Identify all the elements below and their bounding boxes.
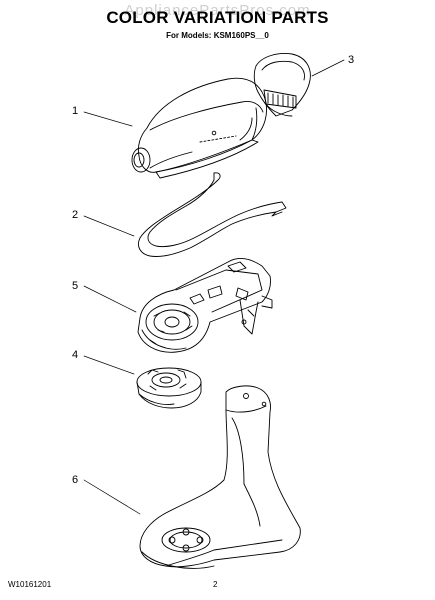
motor-housing-part xyxy=(131,77,267,179)
callout-5: 5 xyxy=(72,280,78,292)
planetary-cover-part xyxy=(136,367,202,409)
gear-case-part xyxy=(137,258,273,353)
trim-band-part xyxy=(138,172,287,257)
page-number: 2 xyxy=(213,580,218,589)
callout-3: 3 xyxy=(348,54,354,66)
page-title: COLOR VARIATION PARTS xyxy=(106,8,329,27)
pedestal-base-part xyxy=(139,385,301,569)
leader-5 xyxy=(83,285,137,313)
leader-1 xyxy=(83,111,133,127)
rear-cover-part xyxy=(253,53,311,117)
leader-3 xyxy=(311,59,345,77)
document-number: W10161201 xyxy=(8,580,52,589)
callout-4: 4 xyxy=(72,349,78,361)
leader-4 xyxy=(83,355,135,375)
leader-lines xyxy=(83,59,345,515)
leader-6 xyxy=(83,479,141,515)
callout-6: 6 xyxy=(72,474,78,486)
callout-1: 1 xyxy=(72,105,78,117)
callout-2: 2 xyxy=(72,209,78,221)
watermark: AppliancePartsPros.com xyxy=(124,2,311,19)
model-subtitle: For Models: KSM160PS__0 xyxy=(166,31,269,40)
leader-2 xyxy=(83,215,135,237)
